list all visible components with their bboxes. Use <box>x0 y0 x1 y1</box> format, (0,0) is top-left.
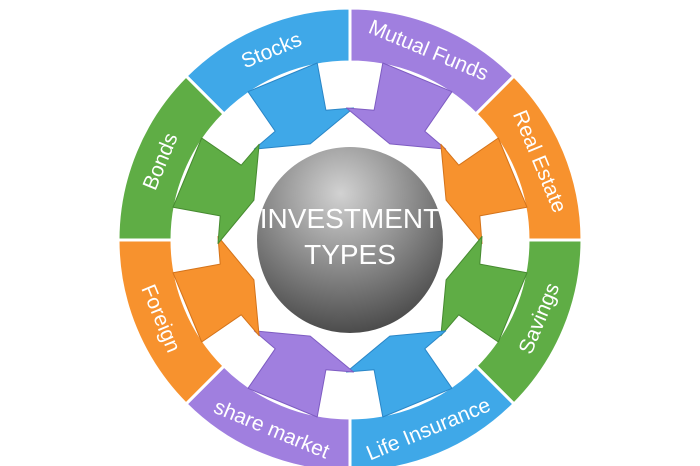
arrow-share-market <box>247 330 354 418</box>
center-hub: INVESTMENT TYPES <box>257 147 443 333</box>
arrow-real-estate <box>440 137 528 244</box>
arrow-life-insurance <box>346 330 453 418</box>
arrow-group <box>172 62 528 418</box>
center-sphere <box>257 147 443 333</box>
arrow-mutual-funds <box>346 62 453 150</box>
arrow-stocks <box>247 62 354 150</box>
segment-ring <box>116 6 584 466</box>
center-title-line2: TYPES <box>304 239 396 270</box>
center-title-line1: INVESTMENT <box>260 203 440 234</box>
arrow-savings <box>440 236 528 343</box>
arrow-bonds <box>172 137 260 244</box>
arrow-foreign <box>172 236 260 343</box>
